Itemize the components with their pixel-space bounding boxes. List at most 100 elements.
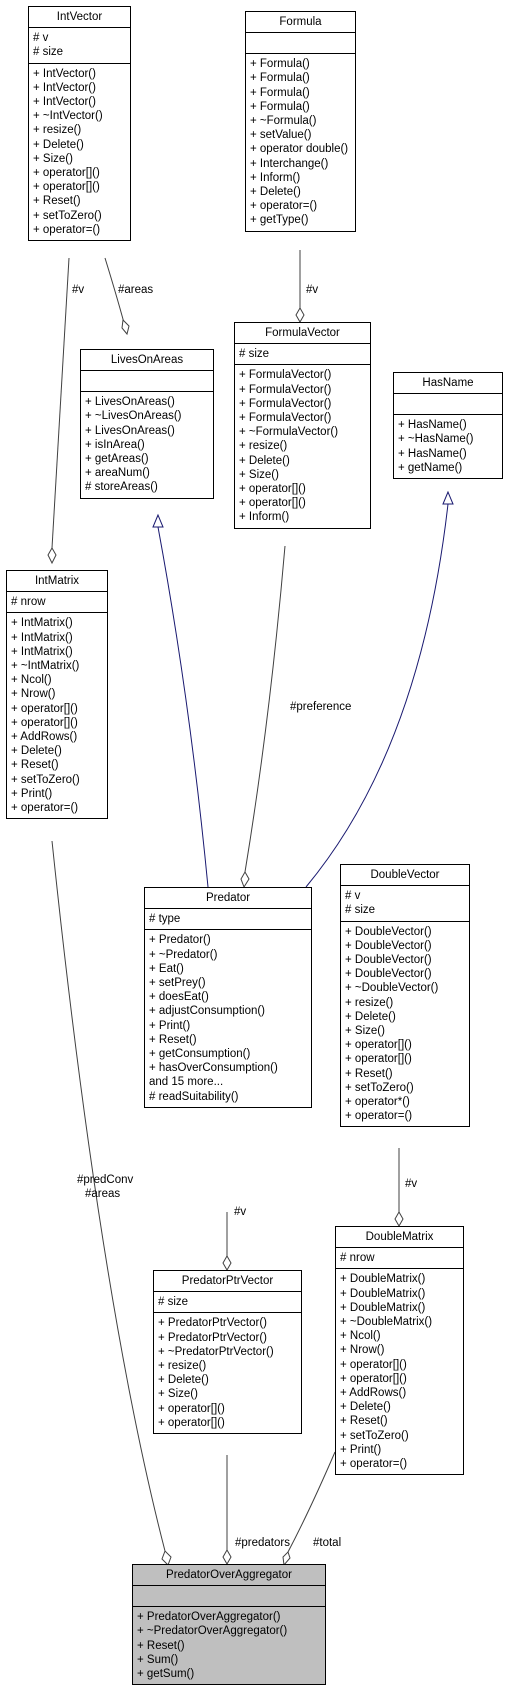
method-formula: + Formula()	[250, 86, 310, 99]
method-operator: + operator[]()	[11, 702, 78, 715]
class-predatorptrvector[interactable]: PredatorPtrVector# size+ PredatorPtrVect…	[153, 1270, 302, 1435]
method-size: + Size()	[33, 152, 73, 165]
class-title: PredatorOverAggregator	[133, 1565, 325, 1587]
method-operator: + operator[]()	[340, 1372, 407, 1385]
method-eat: + Eat()	[149, 962, 184, 975]
methods-section: + Predator()+ ~Predator()+ Eat()+ setPre…	[145, 930, 311, 1106]
method-formula: + Formula()	[250, 72, 310, 85]
method-livesonareas: + LivesOnAreas()	[85, 424, 175, 437]
attributes-section: # nrow	[336, 1248, 463, 1270]
class-title: IntVector	[29, 7, 130, 29]
method-intvector: + ~IntVector()	[33, 110, 103, 123]
method-settozero: + setToZero()	[33, 209, 102, 222]
attributes-section: # type	[145, 909, 311, 931]
method-delete: + Delete()	[340, 1401, 391, 1414]
attribute-size: # size	[345, 904, 376, 917]
class-hasname[interactable]: HasName+ HasName()+ ~HasName()+ HasName(…	[393, 372, 503, 480]
edge-preference	[244, 545, 286, 873]
class-livesonareas[interactable]: LivesOnAreas+ LivesOnAreas()+ ~LivesOnAr…	[80, 349, 214, 499]
method-getsum: + getSum()	[137, 1668, 195, 1681]
diamond-v-doublevector	[394, 1210, 404, 1228]
attributes-section: # v# size	[341, 886, 469, 922]
method-operator-double: + operator double()	[250, 143, 349, 156]
method-resize: + resize()	[239, 440, 288, 453]
class-formulavector[interactable]: FormulaVector# size+ FormulaVector()+ Fo…	[234, 322, 371, 529]
method-operator: + operator=()	[250, 200, 318, 213]
method-size: + Size()	[345, 1025, 385, 1038]
methods-section: + HasName()+ ~HasName()+ HasName()+ getN…	[394, 415, 502, 478]
method-reset: + Reset()	[149, 1033, 197, 1046]
method-reset: + Reset()	[137, 1639, 185, 1652]
method-delete: + Delete()	[239, 454, 290, 467]
method-resize: + resize()	[345, 996, 394, 1009]
method-and-15-more: and 15 more...	[149, 1076, 224, 1089]
method-livesonareas: + ~LivesOnAreas()	[85, 410, 182, 423]
method-getname: + getName()	[398, 461, 463, 474]
method-settozero: + setToZero()	[345, 1081, 414, 1094]
class-title: Predator	[145, 888, 311, 910]
method-doublevector: + DoubleVector()	[345, 939, 432, 952]
method-operator: + operator[]()	[33, 181, 100, 194]
class-predator[interactable]: Predator # type + Predator()+ ~Predator()+…	[144, 887, 312, 1108]
edge-label-v-intvector: #v	[72, 284, 85, 296]
edge-hasname-predator	[305, 503, 449, 888]
method-storeareas: # storeAreas()	[85, 481, 158, 494]
method-operator: + operator=()	[11, 802, 79, 815]
attributes-section: # size	[154, 1292, 301, 1314]
class-intvector[interactable]: IntVector# v# size+ IntVector()+ IntVect…	[28, 6, 131, 242]
method-resize: + resize()	[158, 1360, 207, 1373]
method-hasoverconsumption: + hasOverConsumption()	[149, 1062, 278, 1075]
method-operator: + operator[]()	[33, 167, 100, 180]
method-doublematrix: + DoubleMatrix()	[340, 1273, 426, 1286]
method-settozero: + setToZero()	[340, 1429, 409, 1442]
methods-section: + IntVector()+ IntVector()+ IntVector()+…	[29, 64, 130, 240]
methods-section: + DoubleMatrix()+ DoubleMatrix()+ Double…	[336, 1269, 463, 1474]
class-intmatrix[interactable]: IntMatrix# nrow+ IntMatrix()+ IntMatrix(…	[6, 570, 108, 820]
method-formula: + ~Formula()	[250, 115, 317, 128]
class-doublevector[interactable]: DoubleVector# v# size+ DoubleVector()+ D…	[340, 864, 470, 1128]
methods-section: + PredatorOverAggregator()+ ~PredatorOve…	[133, 1607, 325, 1684]
diamond-areas-livesonareas	[121, 318, 130, 336]
diamond-v-predator	[222, 1254, 232, 1272]
edge-predconv-areas	[51, 840, 166, 1552]
method-delete: + Delete()	[158, 1374, 209, 1387]
class-title: DoubleVector	[341, 865, 469, 887]
method-nrow: + Nrow()	[340, 1344, 385, 1357]
method-areanum: + areaNum()	[85, 467, 150, 480]
method-reset: + Reset()	[340, 1415, 388, 1428]
method-setvalue: + setValue()	[250, 129, 312, 142]
class-formula[interactable]: Formula+ Formula()+ Formula()+ Formula()…	[245, 11, 356, 232]
method-setprey: + setPrey()	[149, 977, 206, 990]
method-operator: + operator[]()	[11, 716, 78, 729]
method-intmatrix: + IntMatrix()	[11, 631, 73, 644]
diamond-predconv-areas	[161, 1550, 172, 1566]
method-operator: + operator=()	[345, 1110, 413, 1123]
method-operator: + operator[]()	[340, 1358, 407, 1371]
methods-section: + PredatorPtrVector()+ PredatorPtrVector…	[154, 1313, 301, 1433]
edge-label-areas: #areas	[118, 284, 154, 296]
method-intmatrix: + IntMatrix()	[11, 645, 73, 658]
method-predator: + Predator()	[149, 934, 211, 947]
attributes-section: # size	[235, 344, 370, 366]
method-ncol: + Ncol()	[11, 674, 52, 687]
method-doublevector: + ~DoubleVector()	[345, 982, 439, 995]
method-reset: + Reset()	[345, 1067, 393, 1080]
method-operator: + operator[]()	[345, 1039, 412, 1052]
method-predatorptrvector: + PredatorPtrVector()	[158, 1317, 267, 1330]
diamond-total	[282, 1551, 291, 1567]
method-operator: + operator=()	[340, 1458, 408, 1471]
diamond-v-intvector	[47, 546, 57, 565]
class-predatoroveraggregator[interactable]: PredatorOverAggregator + PredatorOverAggr…	[132, 1564, 326, 1686]
class-doublematrix[interactable]: DoubleMatrix# nrow+ DoubleMatrix()+ Doub…	[335, 1226, 464, 1476]
inheritance-arrow-livesonareas	[152, 513, 164, 528]
edge-label-total: #total	[313, 1537, 342, 1549]
attributes-section	[246, 33, 355, 55]
method-print: + Print()	[11, 787, 53, 800]
class-title: Formula	[246, 12, 355, 34]
attribute-type: # type	[149, 913, 181, 926]
attributes-section: # nrow	[7, 592, 107, 614]
method-operator: + operator[]()	[345, 1053, 412, 1066]
method-reset: + Reset()	[11, 759, 59, 772]
method-predatorptrvector: + ~PredatorPtrVector()	[158, 1345, 274, 1358]
attribute-v: # v	[345, 890, 361, 903]
